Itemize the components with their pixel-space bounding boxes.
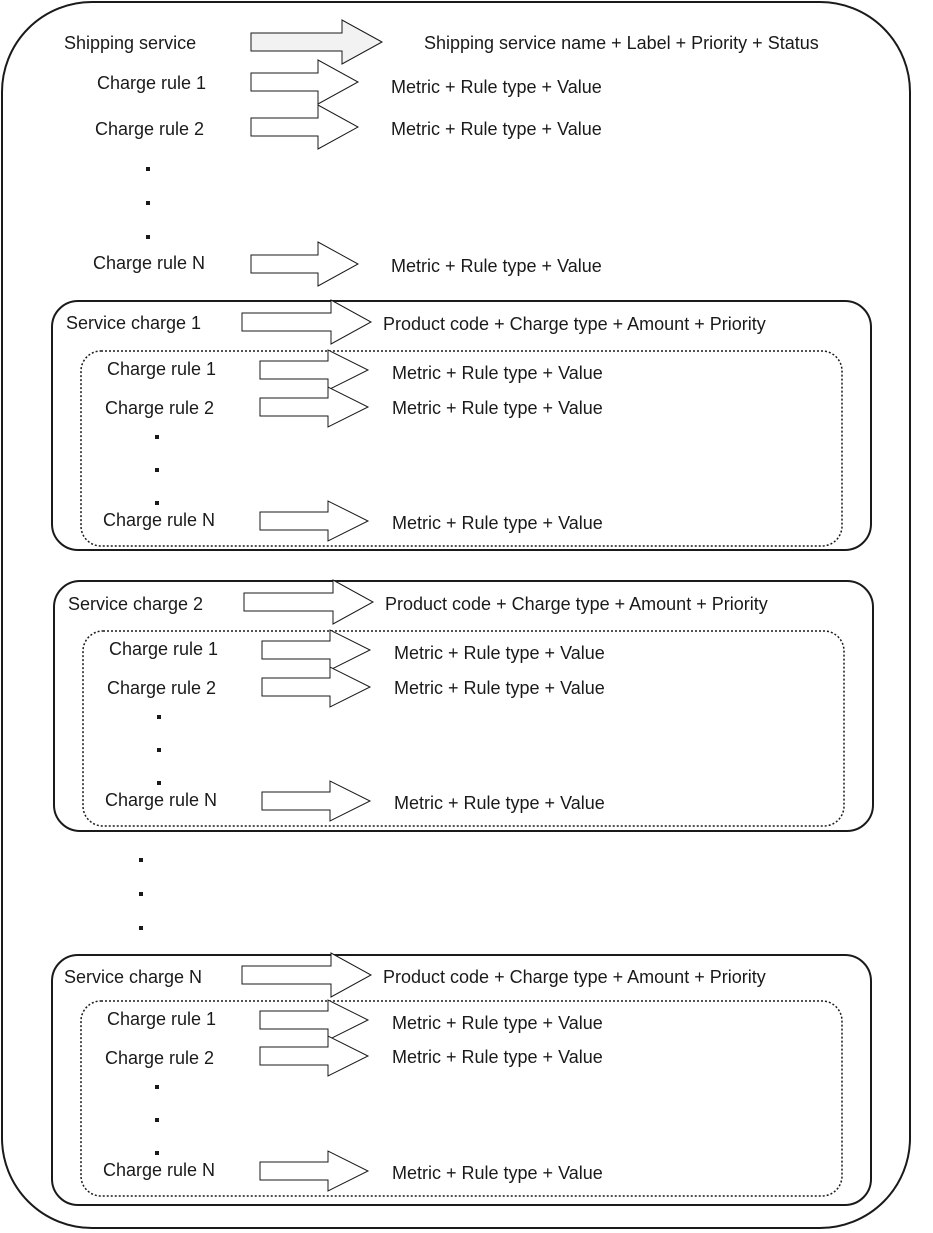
service-charge-2-label: Service charge 2 bbox=[68, 594, 203, 614]
service-charge-2-rule-1-description: Metric + Rule type + Value bbox=[394, 643, 605, 663]
service-charge-1-rule-2-label: Charge rule 2 bbox=[105, 398, 214, 418]
service-charge-2-rule-1-arrow bbox=[261, 629, 372, 671]
shipping-charge-rule-2-arrow bbox=[250, 104, 360, 150]
shipping-charge-rule-n-label: Charge rule N bbox=[93, 253, 205, 273]
service-charge-2-description: Product code + Charge type + Amount + Pr… bbox=[385, 594, 768, 614]
shipping-charge-rule-2-label: Charge rule 2 bbox=[95, 119, 204, 139]
service-charge-2-rule-2-description: Metric + Rule type + Value bbox=[394, 678, 605, 698]
service-charge-1-arrow bbox=[241, 299, 373, 345]
service-charge-n-rule-1-arrow bbox=[259, 999, 370, 1041]
service-charge-n-rule-1-description: Metric + Rule type + Value bbox=[392, 1013, 603, 1033]
ellipsis-dot bbox=[155, 435, 159, 439]
shipping-service-container bbox=[1, 1, 911, 1229]
ellipsis-dot bbox=[146, 201, 150, 205]
service-charge-1-rule-1-description: Metric + Rule type + Value bbox=[392, 363, 603, 383]
service-charge-n-rule-n-label: Charge rule N bbox=[103, 1160, 215, 1180]
service-charge-2-rules-group bbox=[82, 630, 845, 827]
shipping-charge-rule-n-description: Metric + Rule type + Value bbox=[391, 256, 602, 276]
ellipsis-dot bbox=[157, 715, 161, 719]
service-charge-n-rule-1-label: Charge rule 1 bbox=[107, 1009, 216, 1029]
service-charge-1-rule-1-label: Charge rule 1 bbox=[107, 359, 216, 379]
service-charge-n-label: Service charge N bbox=[64, 967, 202, 987]
service-charge-1-rule-n-arrow bbox=[259, 500, 370, 542]
service-charge-n-rules-group bbox=[80, 1000, 843, 1197]
shipping-charge-rule-n-arrow bbox=[250, 241, 360, 287]
ellipsis-dot bbox=[155, 1085, 159, 1089]
service-charge-1-rule-n-label: Charge rule N bbox=[103, 510, 215, 530]
shipping-charge-rule-2-description: Metric + Rule type + Value bbox=[391, 119, 602, 139]
shipping-service-arrow bbox=[250, 19, 384, 65]
ellipsis-dot bbox=[155, 501, 159, 505]
service-charge-n-arrow bbox=[241, 952, 373, 998]
service-charge-1-rules-group bbox=[80, 350, 843, 547]
service-charge-n-description: Product code + Charge type + Amount + Pr… bbox=[383, 967, 766, 987]
ellipsis-dot bbox=[146, 235, 150, 239]
ellipsis-dot bbox=[139, 892, 143, 896]
shipping-charge-rule-1-description: Metric + Rule type + Value bbox=[391, 77, 602, 97]
ellipsis-dot bbox=[155, 468, 159, 472]
ellipsis-dot bbox=[139, 926, 143, 930]
service-charge-1-label: Service charge 1 bbox=[66, 313, 201, 333]
service-charge-2-rule-1-label: Charge rule 1 bbox=[109, 639, 218, 659]
shipping-charge-rule-1-arrow bbox=[250, 59, 360, 105]
shipping-service-description: Shipping service name + Label + Priority… bbox=[424, 33, 819, 53]
service-charge-2-arrow bbox=[243, 579, 375, 625]
service-charge-n-rule-2-label: Charge rule 2 bbox=[105, 1048, 214, 1068]
service-charge-1-rule-n-description: Metric + Rule type + Value bbox=[392, 513, 603, 533]
service-charge-2-rule-n-arrow bbox=[261, 780, 372, 822]
service-charge-2-rule-n-description: Metric + Rule type + Value bbox=[394, 793, 605, 813]
ellipsis-dot bbox=[157, 748, 161, 752]
service-charge-2-container bbox=[53, 580, 874, 832]
shipping-charge-rule-1-label: Charge rule 1 bbox=[97, 73, 206, 93]
service-charge-1-description: Product code + Charge type + Amount + Pr… bbox=[383, 314, 766, 334]
service-charge-n-container bbox=[51, 954, 872, 1206]
service-charge-n-rule-2-description: Metric + Rule type + Value bbox=[392, 1047, 603, 1067]
ellipsis-dot bbox=[157, 781, 161, 785]
service-charge-1-rule-1-arrow bbox=[259, 349, 370, 391]
ellipsis-dot bbox=[155, 1118, 159, 1122]
service-charge-2-rule-2-arrow bbox=[261, 666, 372, 708]
service-charge-2-rule-n-label: Charge rule N bbox=[105, 790, 217, 810]
shipping-service-label: Shipping service bbox=[64, 33, 196, 53]
service-charge-n-rule-n-arrow bbox=[259, 1150, 370, 1192]
service-charge-2-rule-2-label: Charge rule 2 bbox=[107, 678, 216, 698]
ellipsis-dot bbox=[155, 1151, 159, 1155]
ellipsis-dot bbox=[139, 858, 143, 862]
service-charge-n-rule-2-arrow bbox=[259, 1035, 370, 1077]
service-charge-1-rule-2-description: Metric + Rule type + Value bbox=[392, 398, 603, 418]
service-charge-1-container bbox=[51, 300, 872, 551]
service-charge-n-rule-n-description: Metric + Rule type + Value bbox=[392, 1163, 603, 1183]
service-charge-1-rule-2-arrow bbox=[259, 386, 370, 428]
ellipsis-dot bbox=[146, 167, 150, 171]
